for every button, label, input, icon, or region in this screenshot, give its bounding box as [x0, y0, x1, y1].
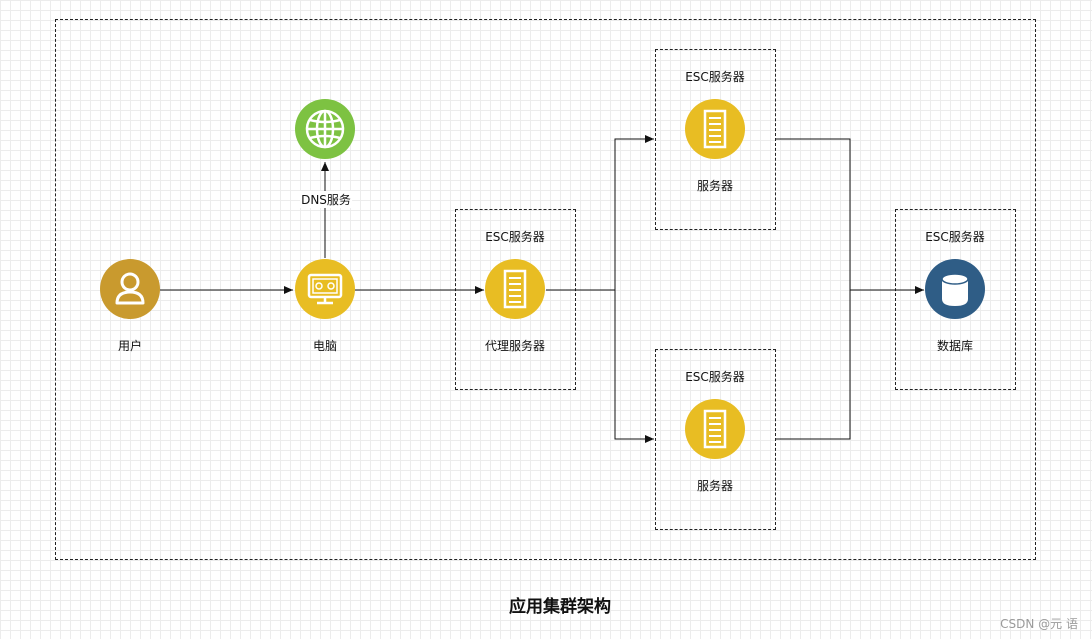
server-icon [703, 109, 727, 149]
server-top-group-label: ESC服务器 [685, 70, 745, 84]
computer-icon [307, 273, 343, 305]
server-top-group-box [655, 49, 776, 230]
proxy-label: 代理服务器 [484, 339, 546, 353]
user-node[interactable] [100, 259, 160, 319]
user-label: 用户 [117, 339, 143, 353]
server-top-label: 服务器 [696, 179, 734, 193]
server-bottom-label: 服务器 [696, 479, 734, 493]
proxy-group-box [455, 209, 576, 390]
proxy-group-label: ESC服务器 [485, 230, 545, 244]
dns-label: DNS服务 [300, 191, 352, 208]
database-icon [941, 273, 969, 306]
edge-proxy-server-top [546, 135, 654, 291]
db-group-label: ESC服务器 [925, 230, 985, 244]
server-icon [703, 409, 727, 449]
pc-node[interactable] [295, 259, 355, 319]
watermark: CSDN @元 语 [1000, 617, 1078, 631]
server-bottom-node[interactable] [685, 399, 745, 459]
dns-node[interactable] [295, 99, 355, 159]
edge-server-top-db [776, 138, 851, 290]
db-group-box [895, 209, 1016, 390]
diagram-title: 应用集群架构 [509, 597, 611, 617]
edge-server-bottom-db [776, 290, 851, 440]
server-icon [503, 269, 527, 309]
user-icon [115, 272, 145, 305]
proxy-node[interactable] [485, 259, 545, 319]
edge-proxy-server-bottom [614, 290, 654, 443]
db-node[interactable] [925, 259, 985, 319]
cluster-boundary [55, 19, 1036, 560]
db-label: 数据库 [936, 339, 974, 353]
server-bottom-group-box [655, 349, 776, 530]
pc-label: 电脑 [312, 339, 338, 353]
server-bottom-group-label: ESC服务器 [685, 370, 745, 384]
server-top-node[interactable] [685, 99, 745, 159]
globe-icon [305, 109, 345, 149]
